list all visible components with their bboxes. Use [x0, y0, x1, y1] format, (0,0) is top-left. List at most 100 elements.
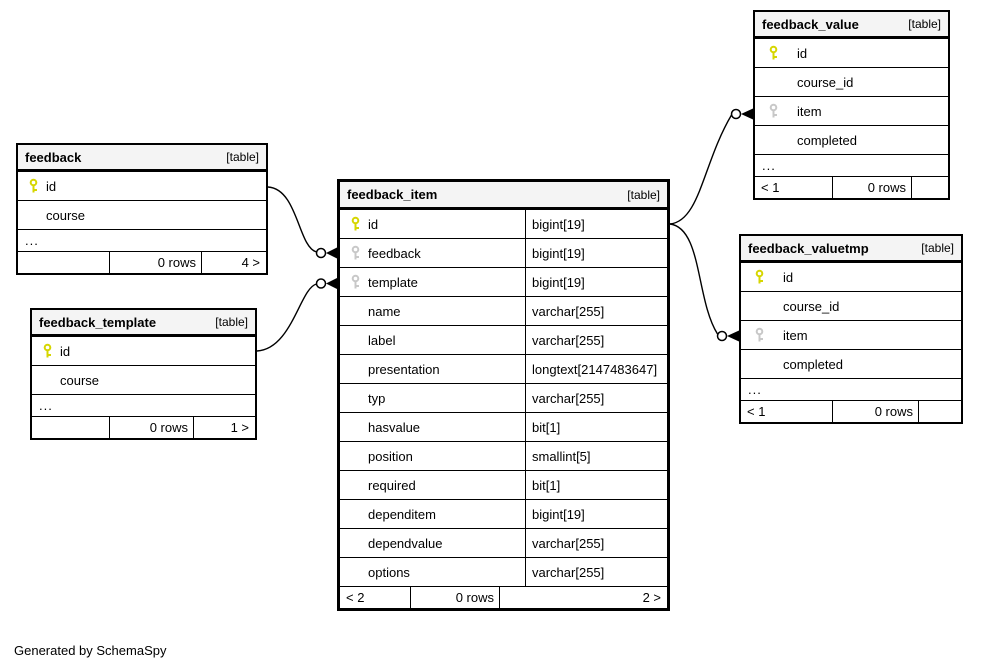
zero-or-one-dot: [315, 247, 327, 259]
column-name: course_id: [783, 298, 840, 314]
table-feedback_template-header[interactable]: feedback_template [table]: [32, 310, 255, 336]
fk-arrowhead: [741, 108, 753, 120]
column-row: id bigint[19]: [340, 209, 667, 238]
primary-key-icon: [350, 216, 361, 232]
table-feedback_item[interactable]: feedback_item [table] id bigint[19] feed…: [337, 179, 670, 611]
table-feedback_item-header[interactable]: feedback_item [table]: [340, 182, 667, 209]
table-feedback_value-header[interactable]: feedback_value [table]: [755, 12, 948, 38]
column-row: item: [755, 96, 948, 125]
column-name: item: [797, 103, 822, 119]
ellipsis-row: ...: [755, 154, 948, 176]
column-name: id: [60, 343, 71, 359]
footer-parents-count: [919, 401, 961, 422]
column-type: bigint[19]: [525, 500, 667, 528]
footer-children-count: [18, 252, 109, 273]
table-footer: < 1 0 rows: [755, 176, 948, 198]
column-name: typ: [368, 390, 386, 406]
column-row: completed: [741, 349, 961, 378]
table-feedback_valuetmp[interactable]: feedback_valuetmp [table] id course_id i…: [739, 234, 963, 424]
relationship-feedback_template-to-feedback_item: [256, 278, 337, 352]
footer-children-count: < 1: [761, 180, 780, 195]
table-title: feedback_template: [39, 314, 157, 330]
column-row: id: [18, 171, 266, 200]
table-title: feedback_valuetmp: [748, 240, 869, 256]
table-feedback_valuetmp-header[interactable]: feedback_valuetmp [table]: [741, 236, 961, 262]
table-type-tag: [table]: [627, 187, 660, 202]
column-name: course: [46, 207, 86, 223]
column-type: varchar[255]: [525, 297, 667, 325]
column-name: dependitem: [368, 506, 436, 522]
footer-row-count: 0 rows: [832, 177, 912, 198]
column-name: completed: [783, 356, 843, 372]
footer-children-count: < 1: [747, 404, 766, 419]
fk-arrowhead: [727, 330, 739, 342]
footer-parents-count: 2 >: [642, 590, 661, 605]
column-name: position: [368, 448, 413, 464]
table-feedback_template[interactable]: feedback_template [table] id course ... …: [30, 308, 257, 440]
column-type: bit[1]: [525, 471, 667, 499]
column-name: id: [368, 216, 379, 232]
table-feedback_value[interactable]: feedback_value [table] id course_id item…: [753, 10, 950, 200]
column-name: options: [368, 564, 410, 580]
zero-or-one-dot: [315, 278, 327, 289]
primary-key-icon: [768, 45, 779, 61]
zero-or-one-dot: [730, 108, 742, 120]
footer-row-count: 0 rows: [832, 401, 919, 422]
foreign-key-icon: [754, 327, 765, 343]
generator-credit: Generated by SchemaSpy: [14, 643, 167, 658]
table-type-tag: [table]: [908, 17, 941, 31]
table-title: feedback_value: [762, 16, 859, 32]
column-name: hasvalue: [368, 419, 421, 435]
table-type-tag: [table]: [226, 150, 259, 164]
primary-key-icon: [754, 269, 765, 285]
table-footer: 0 rows 1 >: [32, 416, 255, 438]
column-type: smallint[5]: [525, 442, 667, 470]
column-name: dependvalue: [368, 535, 443, 551]
column-row: name varchar[255]: [340, 296, 667, 325]
column-name: template: [368, 274, 418, 290]
column-name: item: [783, 327, 808, 343]
column-row: template bigint[19]: [340, 267, 667, 296]
table-title: feedback_item: [347, 187, 438, 202]
primary-key-icon: [42, 343, 53, 359]
column-row: id: [32, 336, 255, 365]
column-row: typ varchar[255]: [340, 383, 667, 412]
column-type: varchar[255]: [525, 529, 667, 557]
column-row: dependitem bigint[19]: [340, 499, 667, 528]
table-feedback[interactable]: feedback [table] id course ... 0 rows 4 …: [16, 143, 268, 275]
column-name: id: [46, 178, 57, 194]
table-footer: 0 rows 4 >: [18, 251, 266, 273]
column-row: dependvalue varchar[255]: [340, 528, 667, 557]
column-name: course_id: [797, 74, 854, 90]
table-type-tag: [table]: [921, 241, 954, 255]
column-name: id: [783, 269, 794, 285]
column-name: presentation: [368, 361, 440, 377]
column-type: bigint[19]: [525, 239, 667, 267]
footer-row-count: 0 rows: [410, 587, 500, 608]
fk-arrowhead: [326, 278, 337, 289]
column-type: longtext[2147483647]: [525, 355, 667, 383]
relationship-feedback-to-feedback_item: [267, 186, 337, 259]
zero-or-one-dot: [716, 330, 728, 342]
footer-parents-count: 4 >: [241, 255, 260, 270]
table-footer: < 1 0 rows: [741, 400, 961, 422]
column-type: varchar[255]: [525, 558, 667, 586]
column-row: hasvalue bit[1]: [340, 412, 667, 441]
column-name: completed: [797, 132, 857, 148]
column-name: feedback: [368, 245, 421, 261]
column-row: label varchar[255]: [340, 325, 667, 354]
footer-row-count: 0 rows: [109, 252, 202, 273]
column-row: id: [741, 262, 961, 291]
column-row: presentation longtext[2147483647]: [340, 354, 667, 383]
foreign-key-icon: [350, 274, 361, 290]
footer-children-count: [32, 417, 109, 438]
column-row: course: [18, 200, 266, 229]
column-type: varchar[255]: [525, 384, 667, 412]
table-feedback-header[interactable]: feedback [table]: [18, 145, 266, 171]
column-type: bigint[19]: [525, 268, 667, 296]
footer-children-count: < 2: [346, 590, 365, 605]
column-row: course_id: [755, 67, 948, 96]
column-row: required bit[1]: [340, 470, 667, 499]
column-row: course_id: [741, 291, 961, 320]
relationship-feedback_item-to-feedback_value: [669, 108, 753, 225]
